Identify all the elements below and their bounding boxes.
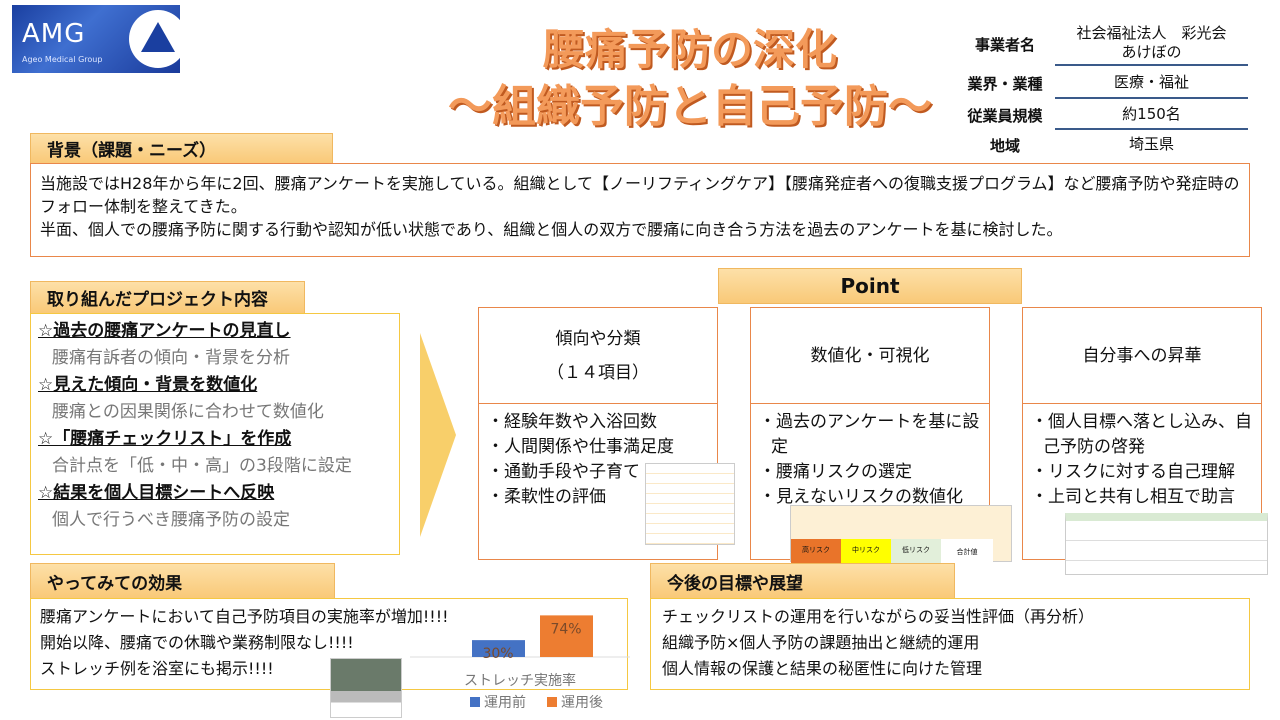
total-cell: 合計値 (941, 539, 993, 563)
project-item-title: ☆過去の腰痛アンケートの見直し (38, 321, 291, 341)
info-value: 社会福祉法人 彩光会あけぼの (1055, 24, 1248, 66)
list-item: ・通勤手段や子育て (487, 462, 640, 482)
bar-label: 30% (482, 646, 513, 662)
effect-line: 腰痛アンケートにおいて自己予防項目の実施率が増加!!!! (40, 607, 449, 626)
info-value: 約150名 (1055, 105, 1248, 130)
background-text: 当施設ではH28年から年に2回、腰痛アンケートを実施している。組織として【ノーリ… (40, 172, 1245, 241)
list-item: ・リスクに対する自己理解 (1031, 462, 1235, 482)
background-line: 当施設ではH28年から年に2回、腰痛アンケートを実施している。組織として【ノーリ… (40, 174, 1240, 216)
logo-text: AMG (22, 19, 86, 49)
legend-swatch-before (470, 697, 480, 707)
project-box (30, 313, 400, 555)
low-risk-cell: 低リスク (891, 539, 941, 563)
amg-logo: AMG Ageo Medical Group (12, 5, 187, 73)
title-line: 自分事への昇華 (1082, 345, 1202, 366)
point-column-title: 数値化・可視化 (751, 308, 989, 404)
legend-before: 運用前 (484, 694, 526, 711)
point-header: Point (718, 268, 1022, 304)
effect-line: ストレッチ例を浴室にも掲示!!!! (40, 659, 274, 678)
background-header: 背景（課題・ニーズ） (30, 133, 333, 164)
project-item-desc: 合計点を「低・中・高」の3段階に設定 (52, 456, 352, 476)
info-value: 医療・福祉 (1055, 73, 1248, 99)
stretch-rate-chart: ストレッチ実施率 運用前 運用後 30% 74% (410, 615, 630, 711)
effect-box (30, 598, 628, 690)
project-item-desc: 腰痛との因果関係に合わせて数値化 (52, 402, 324, 422)
list-item: ・腰痛リスクの選定 (759, 462, 912, 482)
info-value: 埼玉県 (1128, 135, 1174, 153)
point-column: 傾向や分類 （１４項目） ・経験年数や入浴回数 ・人間関係や仕事満足度 ・通勤手段… (478, 307, 718, 560)
list-item: ・柔軟性の評価 (487, 487, 606, 507)
future-header: 今後の目標や展望 (650, 563, 955, 599)
effect-header: やってみての効果 (30, 563, 335, 599)
future-line: チェックリストの運用を行いながらの妥当性評価（再分析） (662, 607, 1095, 626)
title-line1: 腰痛予防の深化 (542, 25, 837, 74)
future-box (650, 598, 1250, 690)
project-list: ☆過去の腰痛アンケートの見直し 腰痛有訴者の傾向・背景を分析 ☆見えた傾向・背景… (38, 318, 352, 534)
info-value-line: あけぼの (1121, 43, 1182, 61)
title-line: 数値化・可視化 (810, 345, 930, 366)
emblem-icon (129, 10, 187, 68)
background-line: 半面、個人での腰痛予防に関する行動や認知が低い状態であり、組織と個人の双方で腰痛… (40, 220, 1063, 239)
point-column-title: 傾向や分類 （１４項目） (479, 308, 717, 404)
legend-swatch-after (547, 697, 557, 707)
point-column-title: 自分事への昇華 (1023, 308, 1261, 404)
high-risk-cell: 高リスク (791, 539, 841, 563)
bar-運用後 (540, 615, 593, 657)
project-item-desc: 個人で行うべき腰痛予防の設定 (52, 510, 290, 530)
list-item: ・過去のアンケートを基に設定 (759, 412, 980, 457)
checklist-thumbnail (645, 463, 735, 545)
project-item-title: ☆見えた傾向・背景を数値化 (38, 375, 258, 395)
legend-after: 運用後 (561, 695, 603, 711)
point-list: ・経験年数や入浴回数 ・人間関係や仕事満足度 ・通勤手段や子育て ・柔軟性の評価 (479, 404, 717, 516)
title-line2: ～組織予防と自己予防～ (448, 81, 932, 132)
point-list: ・個人目標へ落とし込み、自己予防の啓発 ・リスクに対する自己理解 ・上司と共有し… (1023, 404, 1261, 516)
bar-label: 74% (550, 621, 581, 637)
project-header: 取り組んだプロジェクト内容 (30, 281, 305, 314)
bar-運用前 (472, 640, 525, 657)
info-label: 従業員規模 (967, 107, 1043, 125)
project-item-desc: 腰痛有訴者の傾向・背景を分析 (52, 348, 290, 368)
background-box (30, 163, 1250, 257)
list-item: ・個人目標へ落とし込み、自己予防の啓発 (1031, 412, 1252, 457)
future-line: 個人情報の保護と結果の秘匿性に向けた管理 (662, 659, 983, 678)
list-item: ・上司と共有し相互で助言 (1031, 487, 1235, 507)
future-text: チェックリストの運用を行いながらの妥当性評価（再分析） 組織予防×個人予防の課題… (662, 604, 1094, 682)
title-line: （１４項目） (547, 362, 649, 383)
title-line: 傾向や分類 (555, 328, 641, 349)
logo-subtitle: Ageo Medical Group (22, 55, 103, 64)
info-label: 地域 (989, 137, 1020, 155)
info-value-line: 社会福祉法人 彩光会 (1076, 24, 1227, 42)
point-list: ・過去のアンケートを基に設定 ・腰痛リスクの選定 ・見えないリスクの数値化 (751, 404, 989, 516)
arrow-right-icon (420, 333, 456, 537)
project-item-title: ☆結果を個人目標シートへ反映 (38, 483, 275, 503)
list-item: ・人間関係や仕事満足度 (487, 437, 674, 457)
future-line: 組織予防×個人予防の課題抽出と継続的運用 (662, 633, 980, 652)
info-label: 事業者名 (974, 36, 1035, 54)
stretch-photo (330, 658, 402, 718)
risk-table-thumbnail: 高リスク 中リスク 低リスク 合計値 (790, 505, 1012, 563)
mid-risk-cell: 中リスク (841, 539, 891, 563)
list-item: ・経験年数や入浴回数 (487, 412, 657, 432)
chart-xlabel: ストレッチ実施率 (464, 672, 576, 689)
effect-text: 腰痛アンケートにおいて自己予防項目の実施率が増加!!!! 開始以降、腰痛での休職… (40, 604, 449, 682)
goal-sheet-thumbnail (1065, 513, 1268, 575)
info-label: 業界・業種 (967, 75, 1043, 93)
effect-line: 開始以降、腰痛での休職や業務制限なし!!!! (40, 633, 354, 652)
list-item: ・見えないリスクの数値化 (759, 487, 963, 507)
project-item-title: ☆「腰痛チェックリスト」を作成 (38, 429, 292, 449)
